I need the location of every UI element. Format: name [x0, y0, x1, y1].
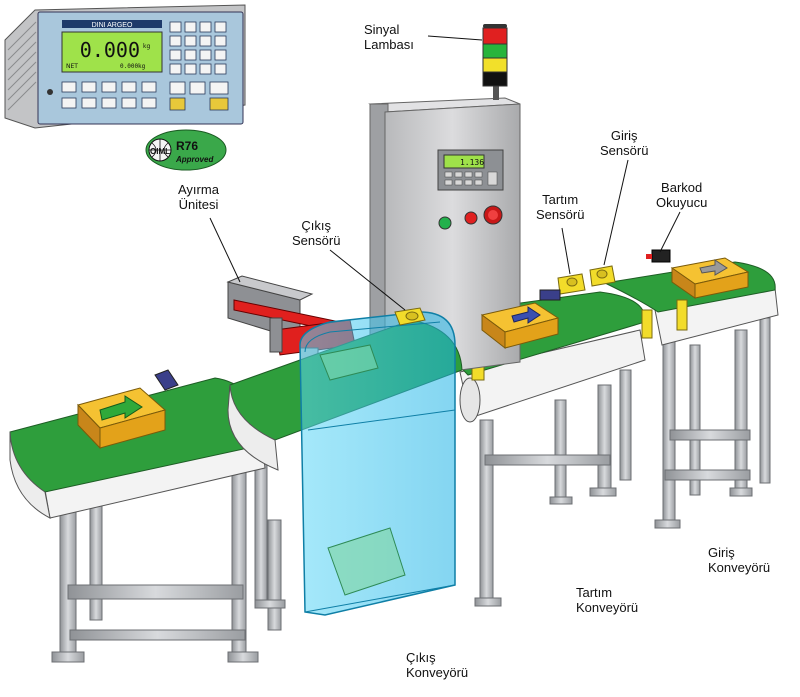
weigh-conveyor-guide-right — [641, 309, 653, 339]
exit-sensor-device — [394, 307, 426, 326]
oiml-badge: OIML R76 Approved — [145, 129, 227, 171]
weight-indicator: DINI ARGEO 0.000 kg NET 0.000kg — [4, 4, 246, 129]
globe-icon — [149, 139, 171, 161]
indicator-unit: kg — [143, 43, 150, 50]
entry-conveyor-legs — [654, 317, 771, 529]
leader-lines — [209, 35, 681, 311]
box-on-exit-conveyor — [77, 387, 167, 450]
entry-sensor-device — [589, 265, 616, 287]
cabinet-display-value: 1.136 — [460, 158, 484, 167]
exit-motor — [154, 369, 179, 391]
gray-arrow-icon — [699, 259, 728, 276]
signal-lamp-red — [482, 27, 508, 45]
oiml-text: OIML — [150, 147, 170, 156]
cabinet-lcd — [443, 154, 485, 169]
start-button[interactable] — [438, 216, 452, 230]
barcode-reader-device — [646, 249, 671, 263]
signal-lamp-green — [482, 43, 508, 59]
indicator-fins — [7, 21, 37, 111]
weigh-conveyor-roller — [459, 377, 481, 423]
exit-conveyor-legs — [51, 449, 268, 663]
reject-bin — [299, 311, 456, 616]
cabinet-keypad — [444, 171, 498, 186]
blue-arrow-icon — [511, 306, 541, 324]
oiml-status: Approved — [175, 155, 214, 164]
oiml-class: R76 — [176, 139, 198, 153]
indicator-display-value: 0.000 — [80, 38, 140, 62]
stop-button[interactable] — [464, 211, 478, 225]
rejected-package — [327, 527, 406, 596]
entry-conveyor-guide — [676, 299, 688, 331]
weigh-conveyor-legs — [474, 369, 632, 607]
indicator-sub-value: 0.000kg — [120, 63, 146, 70]
signal-lamp-yellow — [482, 57, 508, 73]
indicator-keypad — [61, 21, 229, 109]
indicator-brand: DINI ARGEO — [92, 22, 133, 29]
box-on-weigh-conveyor — [480, 302, 560, 350]
indicator-lcd — [61, 31, 163, 73]
box-on-entry-conveyor — [670, 257, 750, 299]
signal-lamp — [482, 24, 508, 100]
indicator-net-label: NET — [66, 63, 78, 70]
weigh-sensor-device — [539, 273, 586, 301]
green-arrow-icon — [99, 395, 143, 421]
